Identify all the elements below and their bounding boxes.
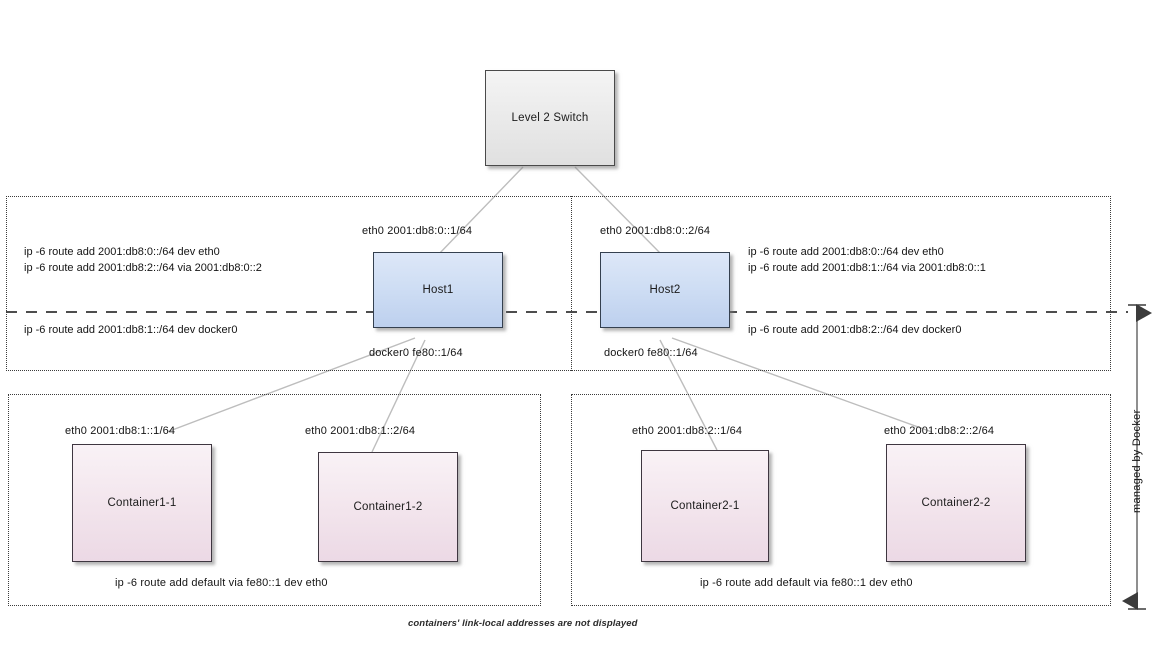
host2-upper-command-2: ip -6 route add 2001:db8:1::/64 via 2001… — [748, 262, 986, 274]
host2-upper-commands: ip -6 route add 2001:db8:0::/64 dev eth0… — [748, 244, 986, 276]
managed-by-docker-label: managed by Docker — [1131, 409, 1143, 513]
container1-2-label: Container1-2 — [353, 501, 423, 513]
container1-1-label: Container1-1 — [107, 497, 177, 509]
container-group-2-region — [571, 394, 1111, 606]
diagram-caption: containers' link-local addresses are not… — [408, 618, 638, 629]
container2-2-label: Container2-2 — [921, 497, 991, 509]
host2-lower-commands: ip -6 route add 2001:db8:2::/64 dev dock… — [748, 322, 961, 338]
host1-upper-command-1: ip -6 route add 2001:db8:0::/64 dev eth0 — [24, 246, 220, 258]
node-host2[interactable]: Host2 — [600, 252, 730, 328]
container2-2-eth0-label: eth0 2001:db8:2::2/64 — [884, 425, 995, 437]
switch-label: Level 2 Switch — [511, 112, 589, 124]
host1-upper-commands: ip -6 route add 2001:db8:0::/64 dev eth0… — [24, 244, 262, 276]
host2-region — [571, 196, 1111, 371]
host1-docker0-label: docker0 fe80::1/64 — [369, 347, 463, 359]
container-group-1-route-command: ip -6 route add default via fe80::1 dev … — [115, 577, 328, 589]
node-level-2-switch[interactable]: Level 2 Switch — [485, 70, 615, 166]
host2-lower-command-1: ip -6 route add 2001:db8:2::/64 dev dock… — [748, 324, 962, 336]
host2-docker0-label: docker0 fe80::1/64 — [604, 347, 698, 359]
node-container2-1[interactable]: Container2-1 — [641, 450, 769, 562]
container-group-1-region — [8, 394, 541, 606]
node-host1[interactable]: Host1 — [373, 252, 503, 328]
container2-1-label: Container2-1 — [670, 500, 740, 512]
host2-label: Host2 — [649, 284, 681, 296]
node-container2-2[interactable]: Container2-2 — [886, 444, 1026, 562]
host1-lower-commands: ip -6 route add 2001:db8:1::/64 dev dock… — [24, 322, 237, 338]
host1-upper-command-2: ip -6 route add 2001:db8:2::/64 via 2001… — [24, 262, 262, 274]
host2-upper-command-1: ip -6 route add 2001:db8:0::/64 dev eth0 — [748, 246, 944, 258]
node-container1-2[interactable]: Container1-2 — [318, 452, 458, 562]
host1-label: Host1 — [422, 284, 454, 296]
container1-1-eth0-label: eth0 2001:db8:1::1/64 — [65, 425, 176, 437]
container2-1-eth0-label: eth0 2001:db8:2::1/64 — [632, 425, 743, 437]
host1-eth0-label: eth0 2001:db8:0::1/64 — [362, 225, 473, 237]
node-container1-1[interactable]: Container1-1 — [72, 444, 212, 562]
host2-eth0-label: eth0 2001:db8:0::2/64 — [600, 225, 711, 237]
container-group-2-route-command: ip -6 route add default via fe80::1 dev … — [700, 577, 913, 589]
host1-lower-command-1: ip -6 route add 2001:db8:1::/64 dev dock… — [24, 324, 238, 336]
container1-2-eth0-label: eth0 2001:db8:1::2/64 — [305, 425, 416, 437]
